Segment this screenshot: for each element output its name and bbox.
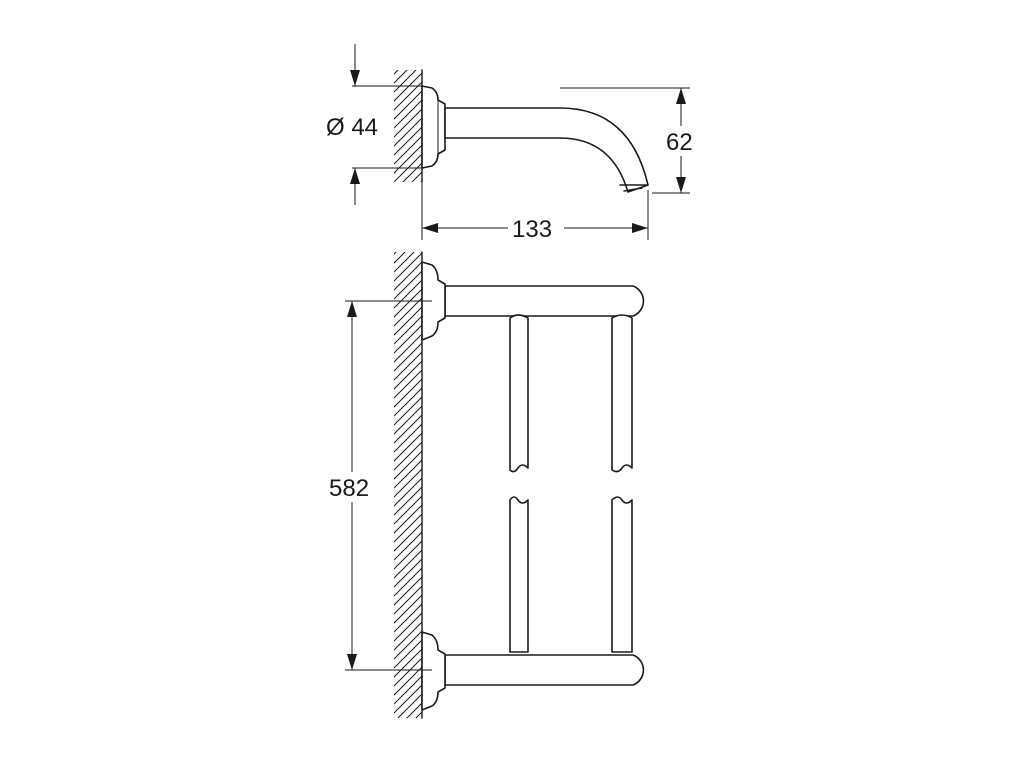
flange-lower (421, 631, 446, 711)
dimension-height: 62 (560, 87, 700, 194)
dimension-length: 582 (326, 300, 432, 671)
flange-upper (421, 261, 446, 341)
rail-left-lower (509, 496, 529, 653)
arm-tip (619, 184, 649, 192)
dimension-diameter-label: Ø 44 (326, 114, 378, 141)
wall-hatch-top (394, 70, 422, 182)
dimension-projection-label: 133 (512, 216, 552, 243)
dimension-height-label: 62 (666, 129, 693, 156)
bottom-arm (444, 654, 645, 686)
flange-top (421, 85, 446, 169)
rail-right-lower (611, 496, 633, 653)
dimension-projection: 133 (421, 182, 649, 243)
rail-left-upper (509, 314, 529, 473)
dimension-diameter: Ø 44 (326, 44, 422, 205)
dimension-length-label: 582 (329, 475, 369, 502)
top-arm (444, 285, 645, 317)
side-view: Ø 44 62 133 (326, 44, 700, 243)
front-view: 582 (326, 251, 645, 719)
wall-hatch-bottom (394, 252, 422, 718)
rail-right-upper (611, 314, 633, 473)
curved-arm (444, 107, 649, 193)
